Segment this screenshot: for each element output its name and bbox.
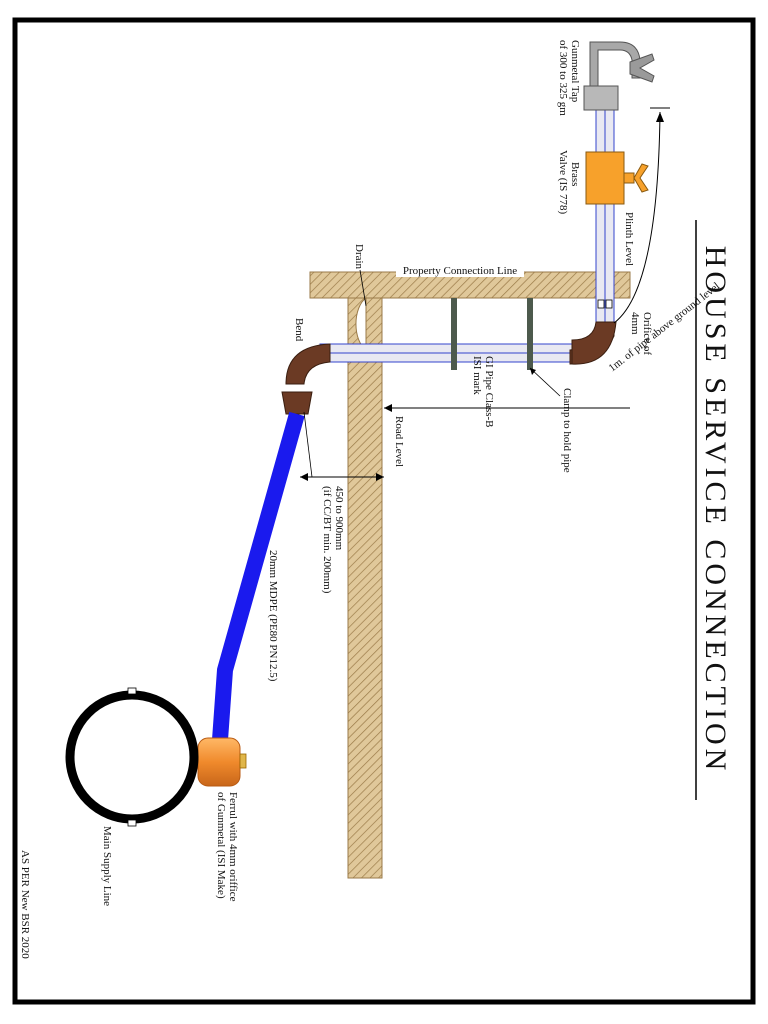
depth-arrow-right — [376, 473, 384, 481]
riser-pipe — [595, 107, 615, 329]
ground-section — [309, 271, 631, 879]
clamp-rod-1 — [451, 298, 457, 370]
orifice-label-line2: 4mm — [629, 312, 641, 335]
tap-base — [583, 85, 619, 111]
valve-body — [585, 151, 625, 205]
main-supply-label-group: Main Supply Line — [101, 826, 113, 906]
ferrule-icon — [197, 737, 247, 787]
drain-label: Drain — [353, 244, 365, 270]
road-level-label-group: Road Level — [393, 416, 405, 467]
valve-label-line2: Valve (IS 778) — [557, 150, 569, 214]
upper-bend-body — [571, 321, 617, 365]
clamp-rod-2 — [527, 298, 533, 370]
gi-pipe-label-line2: ISI mark — [471, 356, 483, 395]
page-border — [12, 17, 756, 1005]
depth-label-line2: (if CC/BT min. 200mm) — [321, 486, 333, 594]
drain-label-group: Drain — [353, 244, 365, 270]
ferrule-label-group: Ferrul with 4mm oriffice of Gunmetal (IS… — [215, 792, 239, 902]
orifice-marker-a — [597, 299, 605, 309]
depth-extension — [303, 411, 313, 478]
plinth-level-label: Plinth Level — [623, 212, 635, 266]
clamp-label: Clamp to hold pipe — [561, 388, 573, 473]
title-group: HOUSE SERVICE CONNECTION — [695, 220, 732, 800]
valve-label-line1: Brass — [569, 162, 581, 186]
clamp-arrow — [530, 368, 536, 375]
drain-leader — [359, 269, 367, 307]
depth-label-line1: 450 to 900mm — [333, 486, 345, 551]
clamp-leader — [529, 367, 561, 397]
mdpe-label: 20mm MDPE (PE80 PN12.5) — [267, 550, 279, 682]
road-hatch — [347, 297, 383, 879]
clamp-label-group: Clamp to hold pipe — [561, 388, 573, 473]
road-level-arrow — [384, 404, 392, 412]
valve-icon — [585, 151, 649, 205]
property-line-label: Property Connection Line — [403, 265, 517, 277]
main-pipe-marker-bottom — [127, 819, 137, 827]
ferrule-body — [197, 737, 241, 787]
tap-icon — [583, 41, 655, 111]
gi-pipe-label-group: GI Pipe Class-B ISI mark — [471, 356, 495, 428]
main-pipe-icon — [65, 690, 199, 824]
valve-stem — [623, 172, 635, 184]
depth-label-group: 450 to 900mm (if CC/BT min. 200mm) — [321, 486, 345, 594]
reducer-icon — [281, 391, 313, 415]
orifice-label-group: Orifice of 4mm — [629, 312, 653, 355]
tap-label-group: Gunmetal Tap of 300 to 325 gm — [557, 40, 581, 116]
tap-label-line2: of 300 to 325 gm — [557, 40, 569, 116]
ferrule-label-line2: of Gunmetal (ISI Make) — [215, 792, 227, 899]
gi-pipe-label-line1: GI Pipe Class-B — [483, 356, 495, 428]
depth-arrow-left — [300, 473, 308, 481]
page-title: HOUSE SERVICE CONNECTION — [699, 246, 732, 775]
ferrule-label-line1: Ferrul with 4mm oriffice — [227, 792, 239, 902]
road-level-label: Road Level — [393, 416, 405, 467]
main-supply-label: Main Supply Line — [101, 826, 113, 906]
orifice-marker-b — [605, 299, 613, 309]
property-line-bg — [396, 263, 524, 277]
footer-label: AS PER New BSR 2020 — [19, 850, 31, 959]
ferrule-cap — [239, 753, 247, 769]
plinth-label-group: Plinth Level — [623, 212, 635, 266]
orifice-label-line1: Orifice of — [641, 312, 653, 355]
bend-label-group: Bend — [293, 318, 305, 342]
valve-handle — [633, 163, 649, 193]
above-ground-arrow — [656, 112, 664, 122]
bend-label: Bend — [293, 318, 305, 342]
footer-label-group: AS PER New BSR 2020 — [19, 850, 31, 959]
mdpe-pipe — [212, 411, 305, 741]
tap-label-line1: Gunmetal Tap — [569, 40, 581, 103]
above-ground-arc — [613, 111, 661, 324]
main-pipe-marker-top — [127, 687, 137, 695]
mdpe-label-group: 20mm MDPE (PE80 PN12.5) — [267, 550, 279, 682]
lower-bend-icon — [285, 343, 331, 385]
valve-label-group: Brass Valve (IS 778) — [557, 150, 581, 214]
tap-handle — [629, 53, 655, 83]
